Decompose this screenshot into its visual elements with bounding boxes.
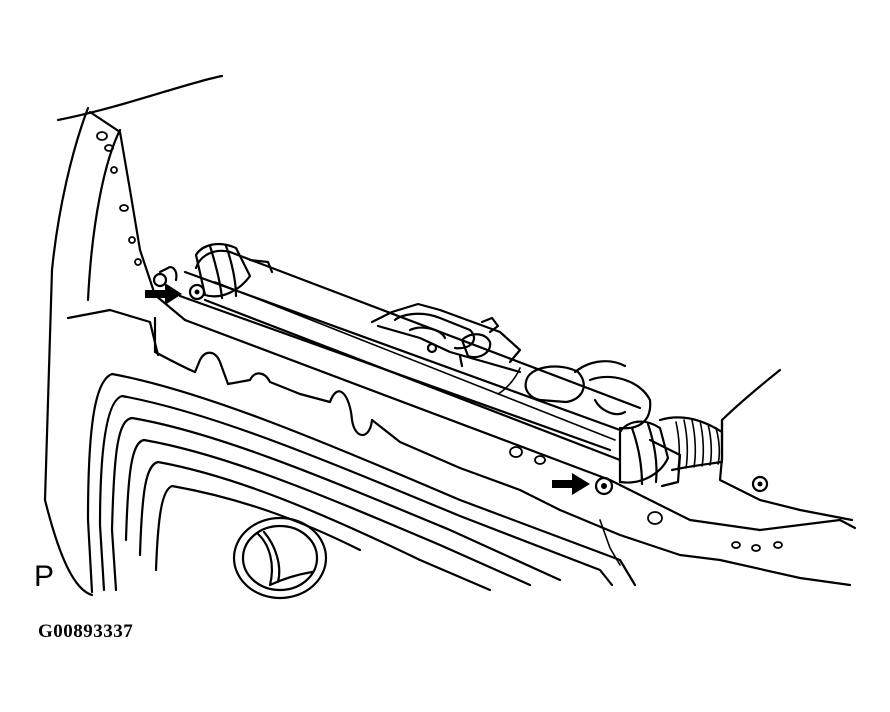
view-label: P bbox=[34, 560, 55, 593]
hood-outline bbox=[43, 74, 224, 597]
hood-latch-assembly bbox=[370, 302, 522, 374]
right-clamp-bracket bbox=[594, 420, 682, 496]
bolt-arrow-right bbox=[552, 473, 590, 495]
bolt-arrow-left bbox=[145, 283, 182, 305]
horn-and-cable bbox=[497, 360, 652, 430]
lexus-emblem bbox=[232, 516, 328, 600]
left-pillar-holes bbox=[96, 131, 142, 266]
right-body-panel bbox=[718, 368, 854, 522]
front-grille bbox=[86, 372, 637, 594]
air-intake-hose bbox=[658, 416, 724, 472]
upper-radiator-support bbox=[178, 249, 642, 462]
front-cross-member bbox=[153, 316, 857, 587]
right-panel-holes bbox=[509, 446, 783, 552]
figure-code: G00893337 bbox=[38, 621, 134, 642]
left-body-panel bbox=[66, 110, 187, 357]
left-clamp-bracket bbox=[158, 242, 274, 301]
mounting-bolts bbox=[152, 272, 769, 493]
